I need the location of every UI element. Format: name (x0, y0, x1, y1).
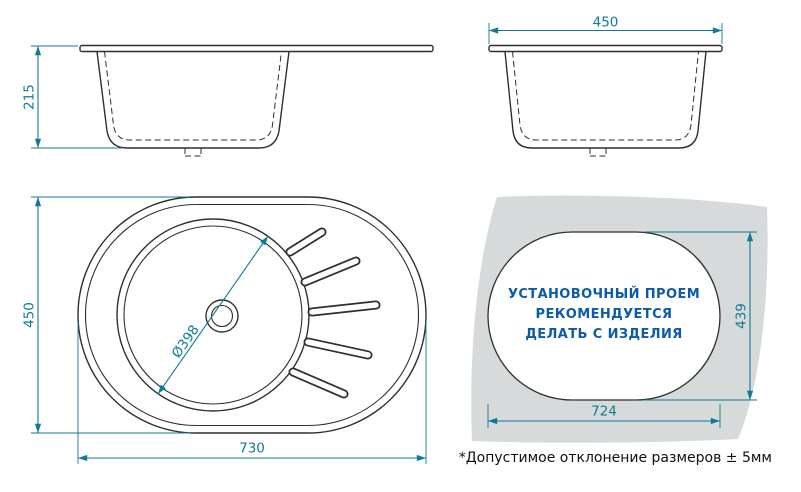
front-bowl-outline (96, 51, 290, 149)
width-dimension: 450 (488, 15, 723, 44)
installation-cutout-view: УСТАНОВОЧНЫЙ ПРОЕМ РЕКОМЕНДУЕТСЯ ДЕЛАТЬ … (471, 195, 768, 443)
end-bowl-outline (504, 51, 707, 149)
groove-fill (302, 258, 359, 285)
bowl-inner-circle (123, 225, 303, 405)
drain-inner-circle (210, 304, 234, 328)
bowl-diameter-label: Ø398 (169, 322, 203, 361)
drainboard-groove (285, 227, 327, 257)
plan-outer-outline (77, 196, 427, 434)
front-elevation-view: 215 (22, 44, 434, 157)
front-rim-profile (79, 44, 434, 53)
plan-width-dimension: 730 (77, 322, 427, 464)
cutout-height-dimension: 439 (645, 231, 757, 401)
plan-width-label: 730 (239, 441, 265, 457)
front-bowl-hidden-contour (104, 51, 282, 141)
cutout-opening-outline (487, 231, 721, 401)
cutout-note-line-1: УСТАНОВОЧНЫЙ ПРОЕМ (508, 286, 700, 302)
depth-dimension: 215 (22, 45, 122, 149)
drainboard-groove (307, 300, 381, 317)
end-bowl-hidden-contour (512, 51, 699, 141)
front-drain-hidden-contour (184, 148, 202, 157)
end-rim-profile (488, 44, 723, 53)
bowl-diameter-dimension: Ø398 (157, 235, 269, 395)
groove-fill (287, 229, 325, 255)
drainboard-groove (300, 256, 361, 287)
end-elevation-view: 450 (488, 15, 723, 157)
plan-inner-rim-line (84, 203, 420, 427)
depth-dimension-label: 215 (22, 84, 38, 110)
end-drain-hidden-contour (589, 148, 607, 157)
drainboard-grooves (285, 227, 381, 399)
drainboard-groove (288, 367, 349, 399)
drain-outer-circle (205, 299, 239, 333)
drainboard-groove (303, 337, 373, 360)
cutout-note-line-2: РЕКОМЕНДУЕТСЯ (536, 307, 673, 322)
cutout-width-dimension: 724 (487, 404, 721, 428)
plan-height-dimension: 450 (22, 196, 190, 434)
bowl-diameter-dimension-line (157, 235, 269, 395)
plan-height-label: 450 (22, 302, 38, 328)
groove-fill (309, 302, 379, 315)
tolerance-footnote: *Допустимое отклонение размеров ± 5мм (459, 450, 772, 466)
groove-fill (305, 339, 371, 358)
cutout-width-label: 724 (591, 404, 617, 420)
cutout-height-label: 439 (734, 303, 750, 329)
width-dimension-label: 450 (593, 15, 619, 31)
cutout-note-line-3: ДЕЛАТЬ С ИЗДЕЛИЯ (525, 327, 682, 342)
groove-fill (290, 369, 347, 397)
plan-view: Ø398 450 730 (22, 196, 427, 464)
